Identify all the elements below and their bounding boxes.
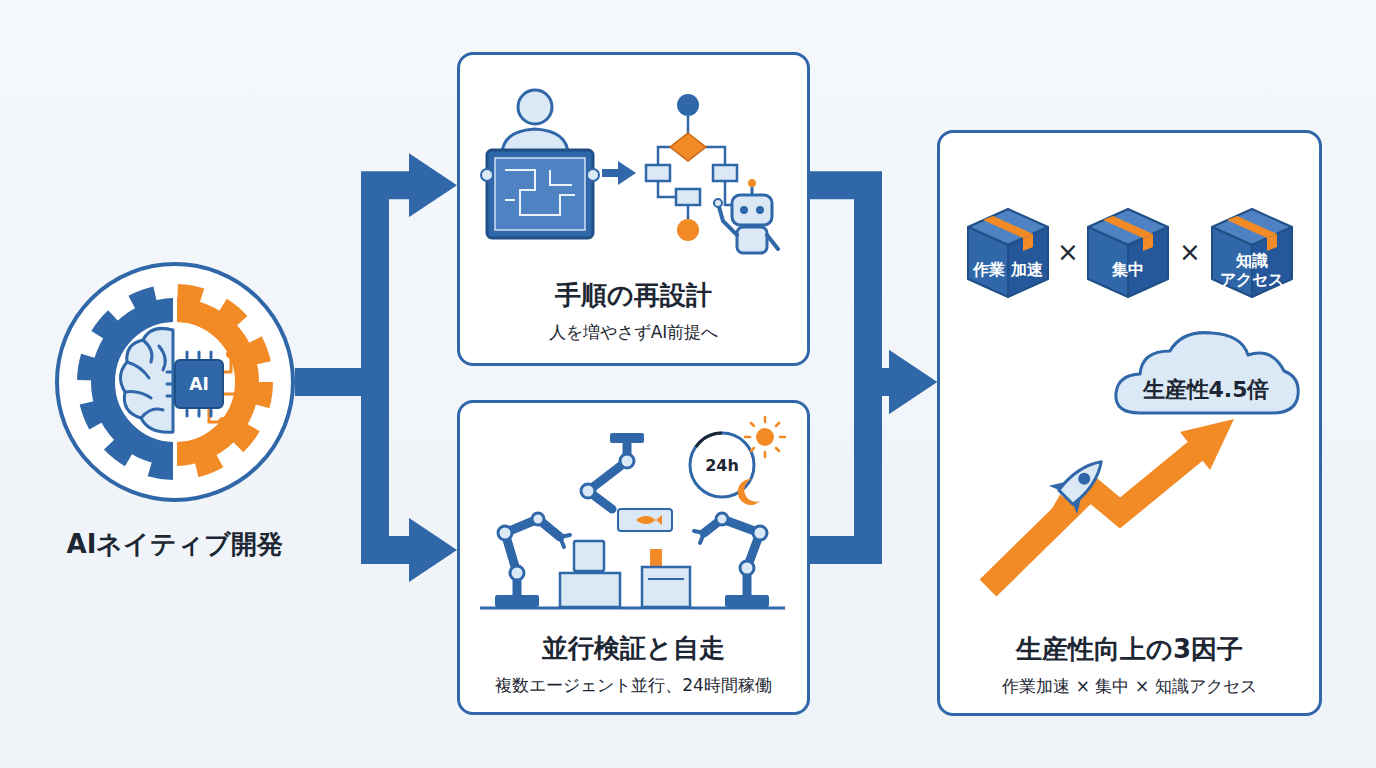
ai-native-circle: AIネイティブ開発 — [55, 262, 295, 502]
label-holder: × — [1179, 237, 1201, 267]
cube-icon — [964, 205, 1052, 301]
clock-sun-moon — [690, 417, 785, 505]
chip — [167, 352, 223, 416]
node-title: 作業 加速 — [973, 260, 1043, 279]
node-title: 並行検証と自走 — [542, 632, 725, 666]
right-arm — [694, 513, 769, 607]
node-title: 集中 — [1112, 260, 1144, 279]
flow-arrow — [295, 185, 409, 382]
ceiling-arm — [581, 433, 672, 531]
small-arrow — [602, 161, 636, 185]
robot-arms-illustration — [460, 403, 807, 712]
redesign-illustration — [460, 55, 807, 363]
factor-cube: 作業 加速 — [964, 205, 1052, 301]
clock-label: 24h — [705, 456, 739, 475]
cloud-shape — [1110, 325, 1302, 420]
rocket — [1035, 448, 1116, 529]
factor-cube: 知識 アクセス — [1208, 205, 1296, 301]
node-title: AIネイティブ開発 — [9, 528, 341, 562]
brain — [120, 328, 173, 432]
node-subtitle: 複数エージェント並行、24時間稼働 — [495, 674, 772, 698]
factor-cube: 集中 — [1084, 205, 1172, 301]
node-title: 生産性4.5倍 — [1143, 375, 1270, 405]
times-symbol: × — [1179, 237, 1201, 267]
label-holder: 24h — [705, 456, 739, 475]
person-with-blueprint — [481, 90, 599, 238]
result-cloud: 生産性4.5倍 — [1110, 325, 1302, 420]
node-title: 知識 アクセス — [1208, 251, 1296, 289]
process-box: 並行検証と自走複数エージェント並行、24時間稼働 — [457, 400, 810, 715]
process-box: 手順の再設計人を増やさずAI前提へ — [457, 52, 810, 366]
label-holder: × — [1057, 237, 1079, 267]
node-subtitle: 作業加速 × 集中 × 知識アクセス — [1002, 675, 1256, 699]
robot — [714, 179, 778, 253]
ai-gear-brain-icon — [59, 266, 291, 498]
orange-gear — [177, 294, 263, 470]
chip-label: AI — [189, 374, 208, 394]
growth-arrow — [988, 419, 1234, 588]
node-title: 手順の再設計 — [555, 279, 712, 313]
work-tables — [560, 541, 690, 607]
blue-gear — [87, 294, 173, 470]
result-box: 生産性向上の3因子作業加速 × 集中 × 知識アクセス 作業 加速 集中 知識 アクセ… — [937, 130, 1322, 716]
node-title: 生産性向上の3因子 — [1016, 633, 1243, 667]
flow-arrow — [810, 185, 889, 382]
times-symbol: × — [1057, 237, 1079, 267]
node-subtitle: 人を増やさずAI前提へ — [549, 321, 719, 345]
flow-arrow — [810, 382, 889, 550]
label-holder: AI — [189, 374, 208, 394]
flow-arrow — [295, 382, 409, 550]
cube-icon — [1084, 205, 1172, 301]
